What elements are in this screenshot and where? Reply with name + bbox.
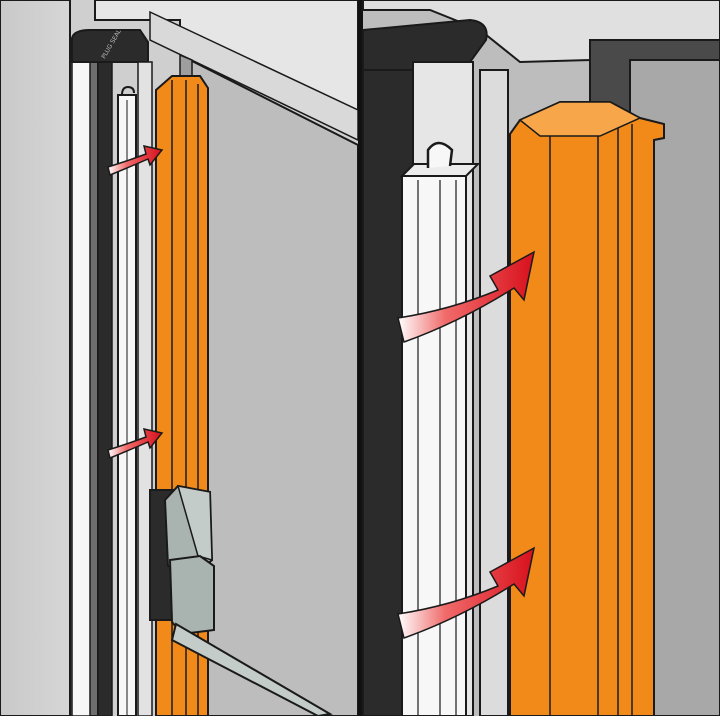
left-black-cap — [71, 29, 149, 63]
right-metal-rail — [479, 69, 509, 716]
red-arrow-icon — [107, 428, 164, 460]
right-top-wall — [362, 0, 720, 64]
panel-divider — [358, 0, 363, 716]
red-arrow-icon — [397, 250, 536, 343]
red-arrow-icon — [107, 145, 164, 177]
left-wall-slab — [0, 0, 71, 716]
left-white-profile-clip — [121, 85, 135, 96]
right-seal-top-face — [518, 101, 642, 137]
left-metal-rail — [137, 61, 153, 716]
door-handle-icon — [163, 484, 333, 716]
right-white-profile-clip — [426, 141, 454, 168]
right-orange-seal — [509, 101, 665, 716]
right-panel — [362, 0, 720, 716]
left-frame-channel — [97, 59, 113, 716]
red-arrow-icon — [397, 546, 536, 639]
left-panel: PLUG SEAL — [0, 0, 359, 716]
left-door-leaf — [189, 58, 359, 716]
right-white-profile-top — [399, 163, 481, 177]
left-frame-white-face — [71, 59, 91, 716]
